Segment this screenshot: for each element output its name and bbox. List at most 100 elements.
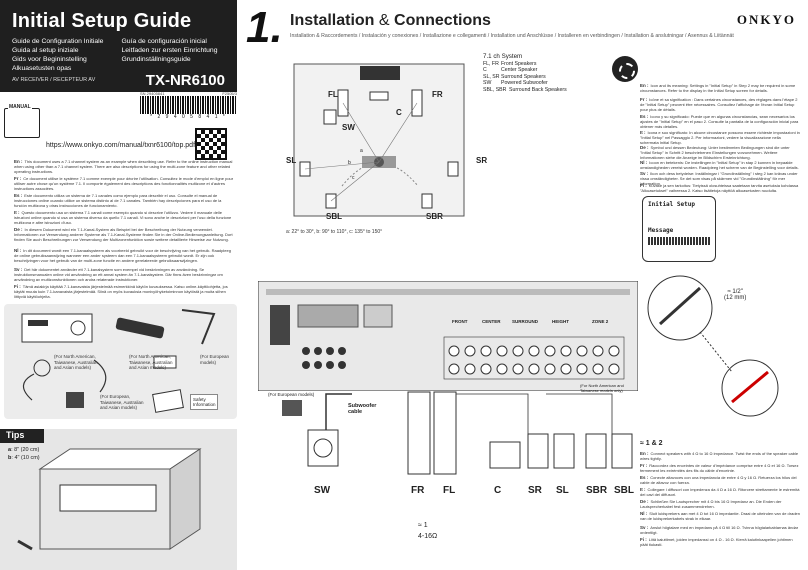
lang-code: Fr : bbox=[640, 463, 648, 468]
terminal-center-label: CENTER bbox=[482, 319, 501, 324]
lang-code: It : bbox=[14, 210, 20, 215]
manual-url[interactable]: https://www.onkyo.com/manual/txnr6100/to… bbox=[46, 142, 196, 149]
barcode-number: * 2 9 4 0 5 8 4 1 * bbox=[150, 114, 227, 120]
terminal-zone2-label: ZONE 2 bbox=[592, 319, 609, 324]
speaker-row-illustration bbox=[307, 391, 633, 475]
subtitle: Guía de configuración inicial bbox=[121, 38, 207, 45]
product-category: AV RECEIVER / RECEPTEUR AV bbox=[12, 77, 96, 83]
accessory-note: (For North American, Taiwanese, Australi… bbox=[54, 354, 98, 370]
paragraph-text: Icono y su significado: Puede que en alg… bbox=[640, 114, 799, 129]
terminal-surround-label: SURROUND bbox=[512, 319, 539, 324]
lang-code: Nl : bbox=[640, 511, 648, 516]
speaker-label: SR bbox=[528, 485, 542, 496]
speaker-layout-diagram bbox=[293, 63, 465, 217]
lang-code: It : bbox=[640, 130, 646, 135]
lang-code: De : bbox=[14, 227, 23, 232]
note-fr: Fr :Raccordez des enceintes de valeur d'… bbox=[640, 463, 800, 474]
speaker-label: SL bbox=[556, 485, 569, 496]
paragraph-text: Ikon och dess betydelse: Inställningar i… bbox=[640, 171, 798, 186]
terminal-height-label: HEIGHT bbox=[552, 319, 570, 324]
tips-illustration bbox=[17, 448, 202, 551]
model-bar: AV RECEIVER / RECEPTEUR AV TX-NR6100 bbox=[0, 68, 237, 92]
lang-code: Es : bbox=[14, 193, 23, 198]
icon-note-de: De :Symbol und dessen Bedeutung: Unter b… bbox=[640, 145, 800, 161]
lang-code: Fi : bbox=[640, 183, 647, 188]
section-title-part2: Connections bbox=[394, 12, 491, 29]
lang-code: En : bbox=[640, 83, 649, 88]
legend-name: Surround Speakers bbox=[501, 73, 546, 80]
tip-text: 4" (10 cm) bbox=[14, 455, 40, 461]
paragraph-text: Icoon en betekenis: De instellingen in "… bbox=[640, 160, 799, 170]
guide-subtitles: Guide de Configuration Initiale Guía de … bbox=[12, 37, 225, 73]
speaker-label: C bbox=[494, 485, 502, 496]
osd-bar bbox=[648, 237, 710, 245]
tips-header: Tips bbox=[0, 429, 44, 443]
icon-note-it: It :Icona e suo significato: In alcune c… bbox=[640, 130, 800, 146]
angle-c-label: c bbox=[352, 175, 355, 181]
wire-length: ≈ 1/2" bbox=[727, 289, 743, 295]
lang-code: En : bbox=[640, 451, 649, 456]
tip-text: 8" (20 cm) bbox=[14, 447, 40, 453]
initial-setup-icon bbox=[612, 56, 638, 82]
speaker-label: FR bbox=[411, 485, 425, 496]
na-model-note: (For North American and Taiwanese models… bbox=[580, 383, 624, 393]
model-number: TX-NR6100 bbox=[145, 71, 225, 89]
lang-code: Sv : bbox=[640, 171, 649, 176]
guide-header: Initial Setup Guide Guide de Configurati… bbox=[0, 0, 237, 92]
osd-screen-illustration: Initial Setup Message bbox=[642, 196, 716, 262]
icon-note-en: En :Icon and its meaning: Settings in "I… bbox=[640, 83, 800, 94]
lang-code: Sv : bbox=[640, 525, 649, 530]
label-fr: FR bbox=[432, 90, 443, 99]
paragraph-it: It :Questo documento usa un sistema 7.1 … bbox=[14, 210, 234, 225]
label-sbl: SBL bbox=[326, 212, 342, 221]
label-c: C bbox=[396, 108, 402, 117]
note-text: Liitä kaiuttimet, joiden impedanssi on 4… bbox=[640, 537, 793, 547]
note-en: En :Connect speakers with 4 Ω to 16 Ω im… bbox=[640, 451, 800, 462]
lang-code: Fr : bbox=[14, 176, 22, 181]
wire-strip-illustration bbox=[647, 275, 779, 417]
note-text: Schließen Sie Lautsprecher mit 4 Ω bis 1… bbox=[640, 499, 782, 509]
speaker-label: SBR bbox=[586, 485, 608, 496]
paragraph-text: Icône et sa signification : Dans certain… bbox=[640, 97, 798, 112]
tip-row: a: 8" (20 cm) bbox=[8, 447, 40, 453]
note-de: De :Schließen Sie Lautsprecher mit 4 Ω b… bbox=[640, 499, 800, 510]
note-text: Connect speakers with 4 Ω to 16 Ω impeda… bbox=[640, 451, 799, 461]
label-sbr: SBR bbox=[426, 212, 443, 221]
note-it: It :Collegare i diffusori con impedenza … bbox=[640, 487, 800, 498]
accessory-note: (For North American, Taiwanese, Australi… bbox=[129, 354, 173, 370]
paragraph-text: Icon and its meaning: Settings in "Initi… bbox=[640, 83, 796, 93]
tip-row: b: 4" (10 cm) bbox=[8, 455, 40, 461]
note-text: Raccordez des enceintes de valeur d'impé… bbox=[640, 463, 799, 473]
lang-code: Es : bbox=[640, 475, 649, 480]
subtitle: Leitfaden zur ersten Einrichtung bbox=[121, 47, 218, 54]
rear-panel-illustration bbox=[258, 281, 638, 391]
revision-label: F2505/3 bbox=[222, 91, 237, 96]
tip-mark: b bbox=[8, 455, 12, 461]
note-text: Conecte altavoces con una impedancia de … bbox=[640, 475, 797, 485]
osd-title: Initial Setup bbox=[648, 201, 695, 208]
legend-heading: 7.1 ch System bbox=[483, 53, 523, 60]
paragraph-fr: Fr :Ce document utilise le système 7.1 c… bbox=[14, 176, 234, 191]
label-sr: SR bbox=[476, 156, 488, 165]
subtitle: Alkuasetusten opas bbox=[12, 65, 72, 72]
legend-code: SW bbox=[483, 80, 492, 86]
note-text: Sluit luidsprekers aan met 4 Ω tot 16 Ω … bbox=[640, 511, 800, 521]
brand-logo: ONKYO bbox=[736, 12, 796, 27]
lang-code: Fi : bbox=[14, 284, 21, 289]
note-sv: Sv :Anslut högtalare med en impedans på … bbox=[640, 525, 800, 536]
paragraph-text: Ce document utilise le système 7.1 comme… bbox=[14, 176, 234, 191]
note-text: Collegare i diffusori con impedenza da 4… bbox=[640, 487, 800, 497]
lang-code: De : bbox=[640, 499, 649, 504]
paragraph-sv: Sv :Det här dokumentet använder ett 7.1-… bbox=[14, 267, 234, 282]
accessories-panel: (For North American, Taiwanese, Australi… bbox=[4, 304, 237, 419]
subtitle: Guide de Configuration Initiale bbox=[12, 38, 104, 45]
speaker-label: FL bbox=[443, 485, 456, 496]
paragraph-nl: Nl :In dit document wordt een 7.1-kanaal… bbox=[14, 248, 234, 263]
label-sw: SW bbox=[342, 123, 355, 132]
section-title-amp: & bbox=[378, 12, 390, 29]
